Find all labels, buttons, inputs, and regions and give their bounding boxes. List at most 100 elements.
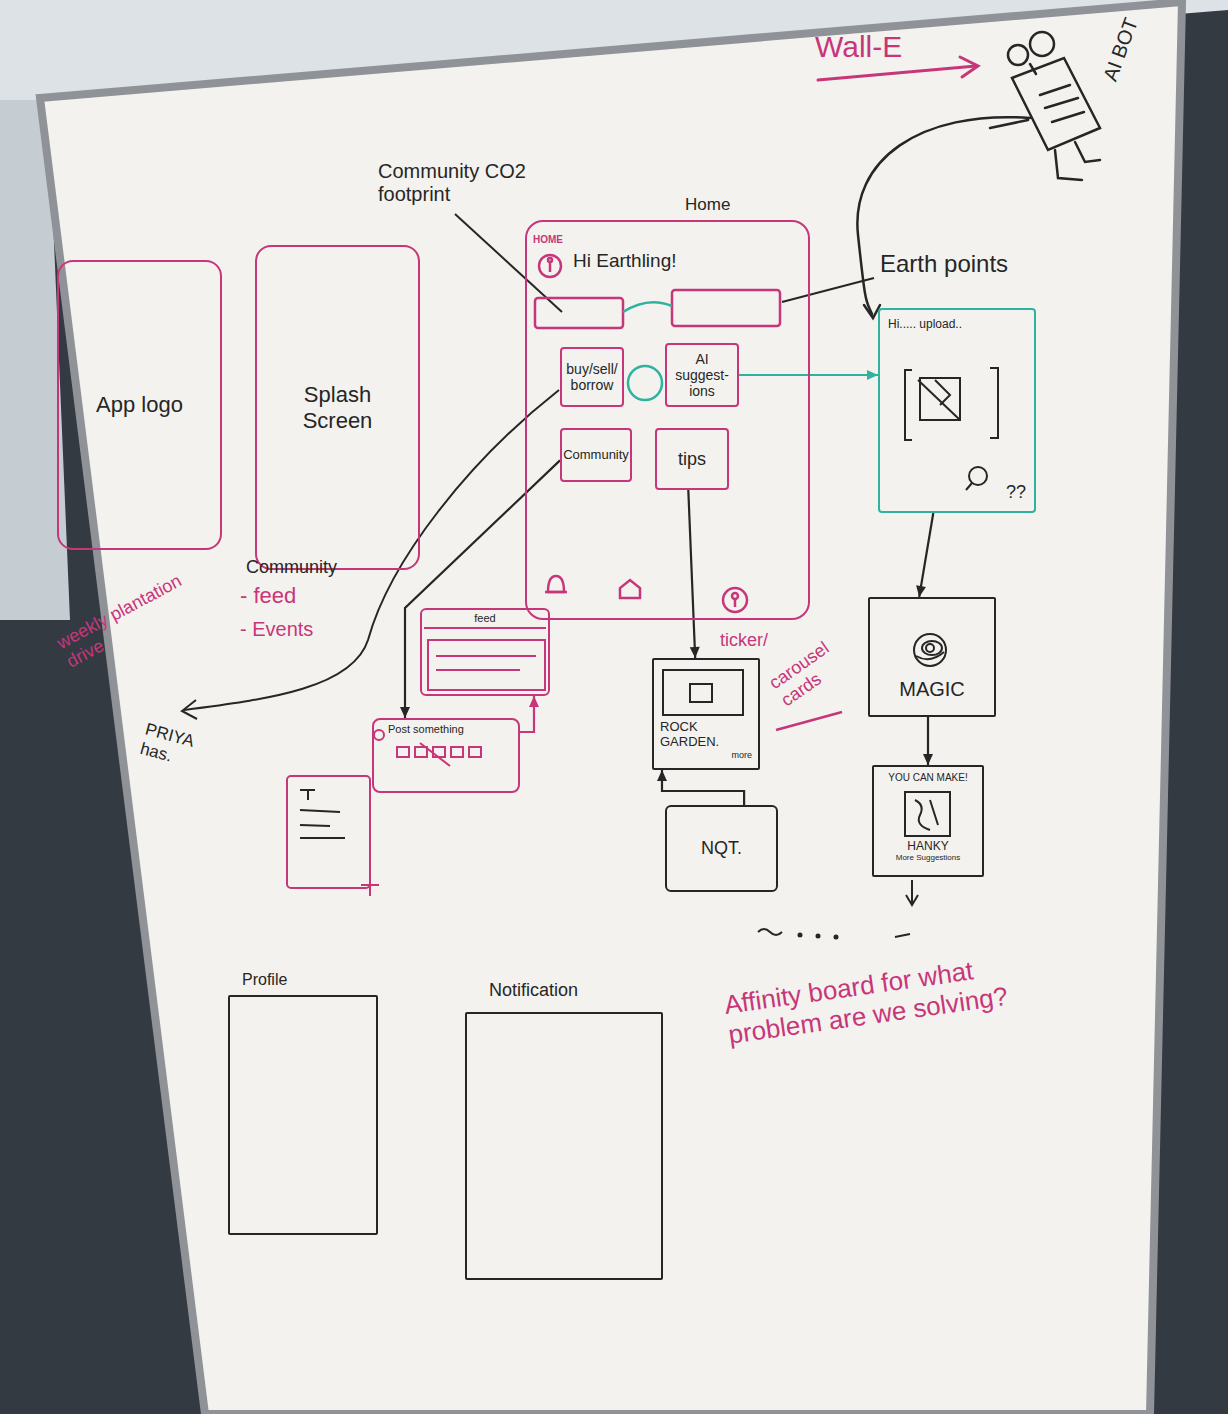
arrow-line <box>662 770 744 805</box>
arrow-line <box>919 513 933 597</box>
magic-swirl <box>914 634 946 666</box>
robot-sketch <box>990 120 1028 128</box>
buy-sell-link <box>184 390 559 710</box>
flow-arrow <box>688 490 699 658</box>
robot-sketch <box>1040 85 1070 95</box>
robot-sketch <box>857 117 1030 314</box>
node-text: buy/sell/ borrow <box>565 361 619 393</box>
upload-image <box>935 380 950 405</box>
node-text: HOME <box>533 234 563 246</box>
feed-sketch <box>436 669 520 671</box>
upload-image <box>905 368 998 490</box>
robot-sketch <box>1045 98 1078 108</box>
card-image <box>690 684 712 702</box>
continuation-mark <box>758 880 918 939</box>
side-note: PRIYA has. <box>138 720 216 776</box>
carousel-card: ROCK GARDEN.more <box>652 658 760 770</box>
phone-widgets <box>548 258 552 262</box>
phone-widgets <box>548 576 564 592</box>
flow-arrow <box>657 770 744 805</box>
phone-sketch <box>369 877 371 896</box>
question-note: Affinity board for what problem are we s… <box>722 945 1057 1050</box>
leader-line <box>455 214 874 312</box>
menu-tile: tips <box>655 428 729 490</box>
hanky-image <box>905 792 950 836</box>
phone-widgets <box>549 262 552 272</box>
phone-sketch <box>287 776 379 896</box>
robot-sketch <box>1075 142 1100 162</box>
phone-sketch <box>300 810 340 812</box>
side-note: ticker/ <box>720 630 768 651</box>
phone-widgets <box>723 588 747 612</box>
arrow-head <box>529 696 539 707</box>
screen-frame: Notification <box>465 1012 663 1280</box>
robot-sketch <box>1012 58 1100 150</box>
underline <box>776 712 842 730</box>
post-sketch <box>415 747 427 757</box>
pointer-arrow <box>818 66 976 80</box>
node-text: AI suggest- ions <box>670 351 734 399</box>
menu-tile: Community <box>560 428 632 482</box>
robot-sketch <box>857 32 1100 318</box>
node-text: ROCK GARDEN. <box>660 720 735 750</box>
node-text: Community <box>563 448 629 463</box>
buy-sell-link <box>182 390 559 719</box>
feed-sketch <box>436 655 536 657</box>
magic-box: MAGIC <box>868 597 996 717</box>
arrow-head <box>867 370 878 380</box>
post-sketch <box>397 747 409 757</box>
magic-swirl <box>926 644 934 652</box>
upload-screen: Hi..... upload..?? <box>878 308 1036 513</box>
hanky-image <box>905 792 950 836</box>
continuation-mark <box>906 895 918 905</box>
feed-sketch <box>428 640 545 690</box>
leader-line <box>782 278 874 302</box>
upload-image <box>905 370 912 440</box>
phone-sketch <box>307 790 309 800</box>
node-text: Splash Screen <box>293 382 383 433</box>
feed-sketch <box>424 628 546 690</box>
continuation-mark <box>835 936 838 939</box>
flow-arrow <box>916 513 933 597</box>
magic-swirl <box>922 641 942 655</box>
carousel-card: NQT. <box>665 805 778 892</box>
node-text: Profile <box>242 971 287 989</box>
feed-sketch-box: feed <box>420 608 550 696</box>
robot-label: AI BOT <box>1099 15 1143 84</box>
post-sketch <box>451 747 463 757</box>
screen-frame: Profile <box>228 995 378 1235</box>
arrow-line <box>405 460 560 718</box>
continuation-mark <box>817 935 820 938</box>
whiteboard-photo <box>40 2 1182 1414</box>
node-text: tips <box>678 449 706 470</box>
robot-sketch <box>1052 112 1084 122</box>
node-text: HANKY <box>907 840 948 854</box>
upload-image <box>990 368 998 438</box>
screen-frame: App logo <box>57 260 222 550</box>
phone-widgets <box>732 593 738 599</box>
phone-sketch <box>300 825 330 826</box>
side-note: carousel cards <box>765 631 854 711</box>
node-text: Hi..... upload.. <box>888 318 962 332</box>
magic-swirl <box>914 634 946 666</box>
side-note: weekly plantation drive <box>53 570 196 672</box>
flow-arrow <box>923 717 933 765</box>
menu-tile: buy/sell/ borrow <box>560 347 624 407</box>
arrow-head <box>916 585 926 597</box>
phone-sketch <box>300 837 345 839</box>
robot-sketch <box>1030 32 1054 56</box>
node-text: NQT. <box>701 838 742 859</box>
node-text: Home <box>685 195 730 215</box>
post-sketch <box>374 730 384 740</box>
callout-text: Earth points <box>880 250 1008 278</box>
arrow-head <box>657 770 667 781</box>
title-note: Wall-E <box>815 30 902 65</box>
screen-frame: Splash Screen <box>255 245 420 570</box>
menu-tile: AI suggest- ions <box>665 343 739 407</box>
node-text: Hi Earthling! <box>573 250 677 272</box>
magic-swirl <box>916 652 944 659</box>
phone-widgets <box>545 591 567 594</box>
